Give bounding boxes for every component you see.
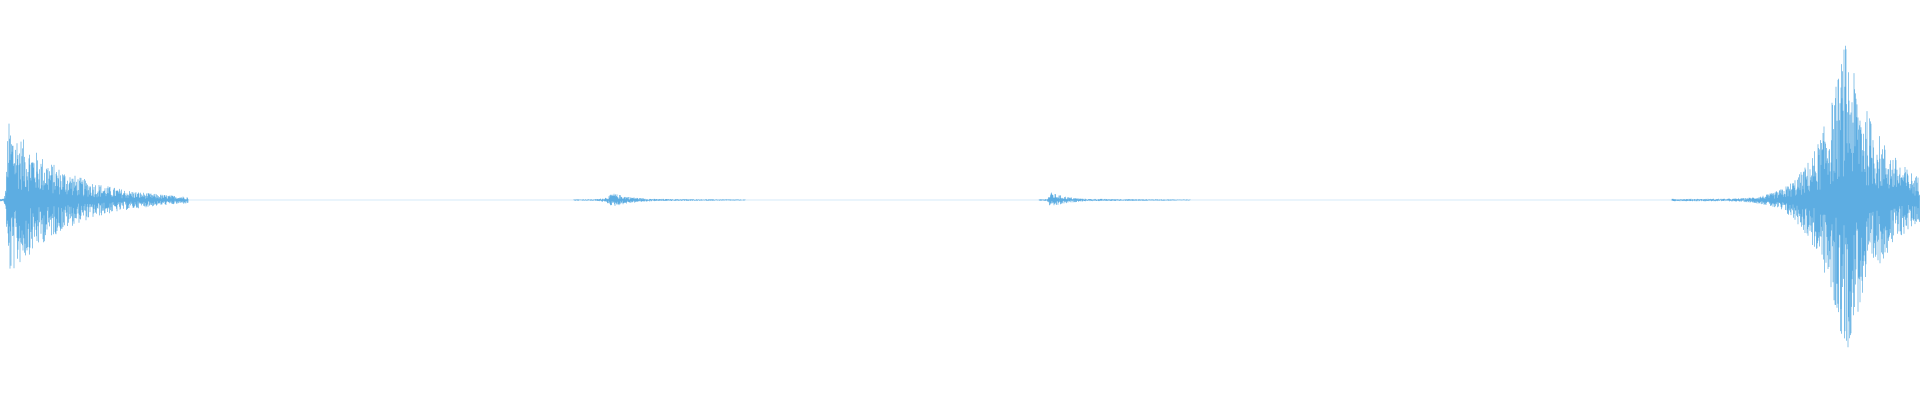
waveform-burst-4: [1671, 45, 1920, 348]
waveform-burst-1-trace: [0, 123, 189, 269]
waveform-burst-3-trace: [1038, 192, 1191, 206]
waveform-bursts: [0, 45, 1920, 348]
waveform-burst-1: [0, 123, 189, 269]
waveform-burst-2-trace: [573, 193, 746, 206]
waveform-burst-3: [1038, 192, 1191, 206]
waveform-burst-4-trace: [1671, 45, 1920, 348]
waveform-burst-2: [573, 193, 746, 206]
